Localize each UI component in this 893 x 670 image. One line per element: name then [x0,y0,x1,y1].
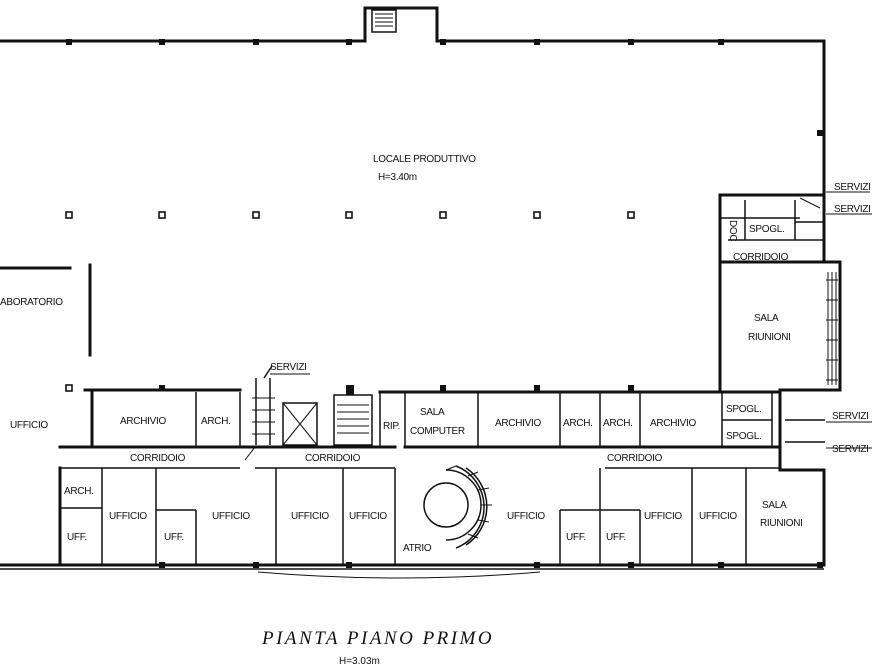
central-stair [252,365,373,446]
label-spogl-2: SPOGL. [726,431,761,442]
label-corridoio-4: CORRIDOIO [607,453,663,464]
label-ufficio-6: UFFICIO [644,511,682,522]
label-uff-4: UFF. [606,532,626,543]
label-ufficio-2: UFFICIO [212,511,250,522]
label-uff-1: UFF. [67,532,87,543]
label-ufficio-4: UFFICIO [349,511,387,522]
label-arch-1: ARCH. [201,416,231,427]
label-corridoio-3: CORRIDOIO [305,453,361,464]
plan-title: PIANTA PIANO PRIMO [261,628,494,649]
label-arch-3: ARCH. [603,418,633,429]
label-laboratorio: ABORATORIO [0,297,63,308]
label-atrio: ATRIO [403,543,432,554]
label-uff-2: UFF. [164,532,184,543]
label-spogl-top: SPOGL. [749,224,784,235]
label-ufficio-1: UFFICIO [109,511,147,522]
label-ufficio-7: UFFICIO [699,511,737,522]
room-labels: LOCALE PRODUTTIVO H=3.40m ABORATORIO UFF… [0,154,871,554]
top-stair [371,9,397,33]
label-sala-computer-2: COMPUTER [410,426,465,437]
label-arch-4: ARCH. [64,486,94,497]
label-corridoio-2: CORRIDOIO [130,453,186,464]
label-uff-3: UFF. [566,532,586,543]
label-spogl-rotated: DOC [727,220,738,241]
label-ufficio-west: UFFICIO [10,420,48,431]
label-ufficio-3: UFFICIO [291,511,329,522]
label-sala-riunioni-1a: SALA [754,313,779,324]
label-arch-2: ARCH. [563,418,593,429]
label-archivio-2: ARCHIVIO [495,418,541,429]
label-servizi-3: SERVIZI [832,411,869,422]
atrio-stair [423,465,492,549]
label-servizi-4: SERVIZI [832,444,869,455]
label-corridoio-1: CORRIDOIO [733,252,789,263]
label-locale-produttivo-height: H=3.40m [378,172,417,183]
middle-partitions [90,388,825,449]
label-sala-computer-1: SALA [420,407,445,418]
label-servizi-1: SERVIZI [834,182,871,193]
plan-height-note: H=3.03m [339,656,380,667]
outer-walls [0,6,842,570]
label-sala-riunioni-1b: RIUNIONI [748,332,791,343]
label-rip: RIP. [383,421,400,432]
label-servizi-stair: SERVIZI [270,362,307,373]
east-block [244,191,872,461]
label-servizi-2: SERVIZI [834,204,871,215]
columns [65,39,823,568]
label-archivio-1: ARCHIVIO [120,416,166,427]
label-locale-produttivo: LOCALE PRODUTTIVO [373,154,476,165]
label-sala-riunioni-2b: RIUNIONI [760,518,803,529]
label-sala-riunioni-2a: SALA [762,500,787,511]
label-ufficio-5: UFFICIO [507,511,545,522]
south-partitions [58,466,780,579]
label-archivio-3: ARCHIVIO [650,418,696,429]
label-spogl-1: SPOGL. [726,404,761,415]
